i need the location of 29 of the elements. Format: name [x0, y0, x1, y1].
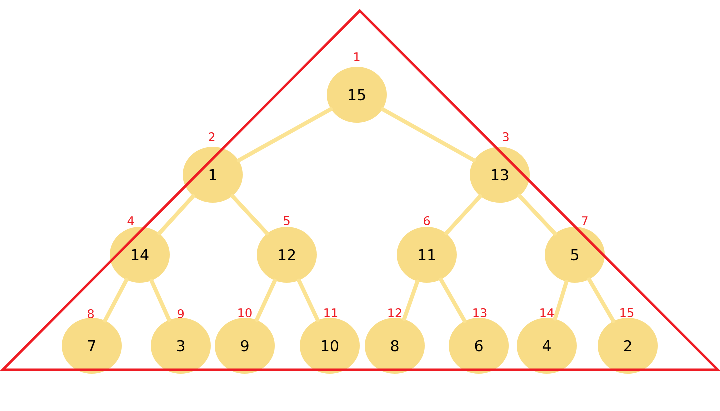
connector-line: [158, 194, 196, 236]
connector-line: [297, 278, 320, 322]
connector-line: [439, 278, 467, 324]
index-number: 6: [424, 216, 430, 226]
connector-line: [587, 278, 616, 324]
connector-line: [103, 278, 129, 323]
connector-line: [236, 107, 334, 163]
connector-line: [553, 280, 569, 321]
connector-line: [150, 278, 172, 322]
connector-line: [380, 107, 476, 162]
index-number: 5: [284, 216, 290, 226]
index-number: 11: [324, 308, 338, 318]
connector-line: [230, 194, 270, 236]
index-number: 1: [354, 52, 360, 62]
index-number: 4: [128, 216, 134, 226]
connector-line: [518, 194, 558, 236]
index-number: 13: [474, 308, 487, 318]
connector-line: [254, 278, 278, 322]
index-number: 10: [238, 308, 252, 318]
index-number: 9: [178, 309, 184, 319]
connector-line: [444, 194, 482, 236]
index-number: 3: [503, 132, 509, 142]
index-number: 15: [620, 308, 634, 318]
connector-line: [402, 280, 420, 322]
index-number: 12: [388, 308, 402, 318]
index-number: 2: [209, 132, 215, 142]
index-number: 7: [582, 216, 588, 226]
index-number: 14: [540, 308, 554, 318]
index-number: 8: [88, 309, 94, 319]
